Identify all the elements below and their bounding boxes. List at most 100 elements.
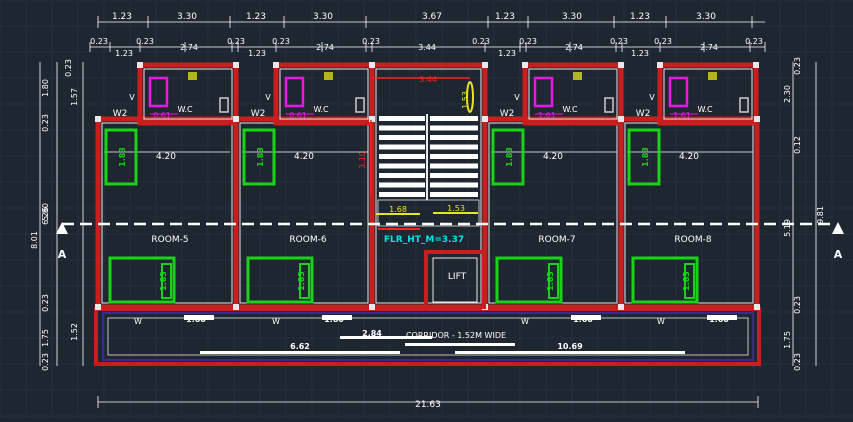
window-label: W (657, 317, 665, 326)
stair-tread (379, 163, 425, 169)
window-dim: 1.60 (324, 315, 344, 324)
top-dimension-row-1: 1.23 3.30 1.23 3.30 3.67 1.23 3.30 1.23 … (112, 12, 716, 22)
room-name: ROOM-7 (538, 235, 575, 245)
dim-label: 0.23 (793, 296, 802, 314)
wall-post (369, 304, 375, 310)
bed-pillow (161, 263, 172, 299)
dim-label: 3.67 (422, 12, 442, 22)
dim-label: 0.23 (654, 37, 672, 46)
wall-post (482, 116, 488, 122)
dim-label: 0.23 (41, 114, 50, 132)
wall-post (137, 62, 143, 68)
stair-tread (379, 154, 425, 159)
room-name: ROOM-6 (289, 235, 326, 245)
dim-label: 3.30 (313, 12, 333, 22)
dim-label: 21.63 (415, 400, 441, 410)
stair-tread (430, 135, 478, 140)
stair-tread (379, 144, 425, 150)
dim-label: 0.23 (90, 37, 108, 46)
dim-label: 6.26 (41, 207, 50, 225)
lift-label: LIFT (448, 272, 467, 282)
stair-top-dim: 3.44 (419, 75, 437, 84)
room-name: ROOM-8 (674, 235, 711, 245)
stair-tread (379, 135, 425, 140)
dim-label: 8.01 (30, 231, 39, 249)
stair-tread (430, 116, 478, 121)
window-label: W (134, 317, 142, 326)
dim-label: 1.23 (630, 12, 650, 22)
dim-label: 0.23 (793, 353, 802, 371)
bed-pillow (299, 263, 310, 299)
lift-shaft (424, 250, 486, 309)
dim-label: 1.23 (246, 12, 266, 22)
inner-wall-wc-5 (143, 68, 233, 120)
floor-trap (188, 72, 197, 80)
dim-label: 5.80 (41, 203, 50, 221)
stair-tread (379, 182, 425, 188)
top-dimensions (90, 21, 765, 48)
stair-side-dim: 1.53 (461, 91, 470, 109)
wc-dim: 1.61 (538, 111, 556, 120)
inner-wall-wc-7 (528, 68, 618, 120)
wc-dim: 0.61 (153, 111, 171, 120)
lift-car (432, 257, 478, 303)
ventilator-label: V (129, 93, 135, 102)
dim-label: 1.23 (495, 12, 515, 22)
dim-label: 0.23 (610, 37, 628, 46)
dim-label: 3.44 (418, 43, 436, 52)
stair-tread (430, 173, 478, 178)
dim-label: 1.52 (70, 323, 79, 341)
ventilator-label: V (265, 93, 271, 102)
wall-post (233, 304, 239, 310)
right-dimension-labels: 9.81 0.23 2.30 0.12 5.19 0.23 1.75 0.23 (783, 57, 825, 371)
corridor-dim-a: 2.84 (362, 329, 382, 338)
wardrobe (627, 128, 661, 186)
wc-dim: 0.61 (289, 111, 307, 120)
left-dimension-lines (39, 62, 84, 366)
dim-label: 0.12 (793, 136, 802, 154)
wardrobe (491, 128, 525, 186)
wardrobe-dim: 1.83 (641, 147, 650, 167)
dim-label: 0.23 (519, 37, 537, 46)
bed (495, 256, 563, 304)
dim-label: 1.23 (112, 12, 132, 22)
dim-label: 2.74 (700, 43, 718, 52)
dim-label: 1.23 (498, 49, 516, 58)
corridor-frame (102, 312, 754, 361)
section-mark-left: A (58, 248, 67, 261)
window-w2-label: W2 (251, 109, 266, 119)
inner-wall-wc-6 (279, 68, 369, 120)
dim-label: 2.74 (316, 43, 334, 52)
room-name: ROOM-5 (151, 235, 188, 245)
dim-label: 9.81 (816, 206, 825, 224)
bed (108, 256, 176, 304)
wall-post (753, 62, 759, 68)
wall-post (618, 304, 624, 310)
left-dimension-labels: 8.01 1.80 0.23 5.80 0.23 1.75 0.23 0.23 … (30, 59, 79, 371)
wc-fixture (668, 76, 689, 108)
dim-label: 2.30 (783, 85, 792, 103)
window-label: W (272, 317, 280, 326)
walls (94, 62, 761, 366)
corridor-dim-b: 6.62 (290, 342, 310, 351)
wall-post (657, 62, 663, 68)
wall-post (369, 116, 375, 122)
landing-dim: 1.53 (447, 204, 465, 213)
basin (219, 97, 229, 113)
stair: 3.44 1.53 3.10 1.53 1.68 FLR_HT_M=3.37 L… (358, 75, 486, 309)
corridor-dim-bar-a (340, 336, 432, 339)
corridor-dim-bar-c (455, 351, 685, 354)
dim-label: 0.23 (793, 57, 802, 75)
top-dimension-row-2: 0.23 0.23 2.74 0.23 0.23 2.74 0.23 3.44 … (90, 37, 763, 52)
corridor-dim-bar-b (200, 351, 400, 354)
stair-tread (379, 173, 425, 178)
stair-tread (379, 116, 425, 121)
dim-label: 2.74 (180, 43, 198, 52)
dim-label: 3.30 (562, 12, 582, 22)
dim-label: 1.75 (41, 329, 50, 347)
bed-dim: 1.83 (159, 271, 168, 291)
